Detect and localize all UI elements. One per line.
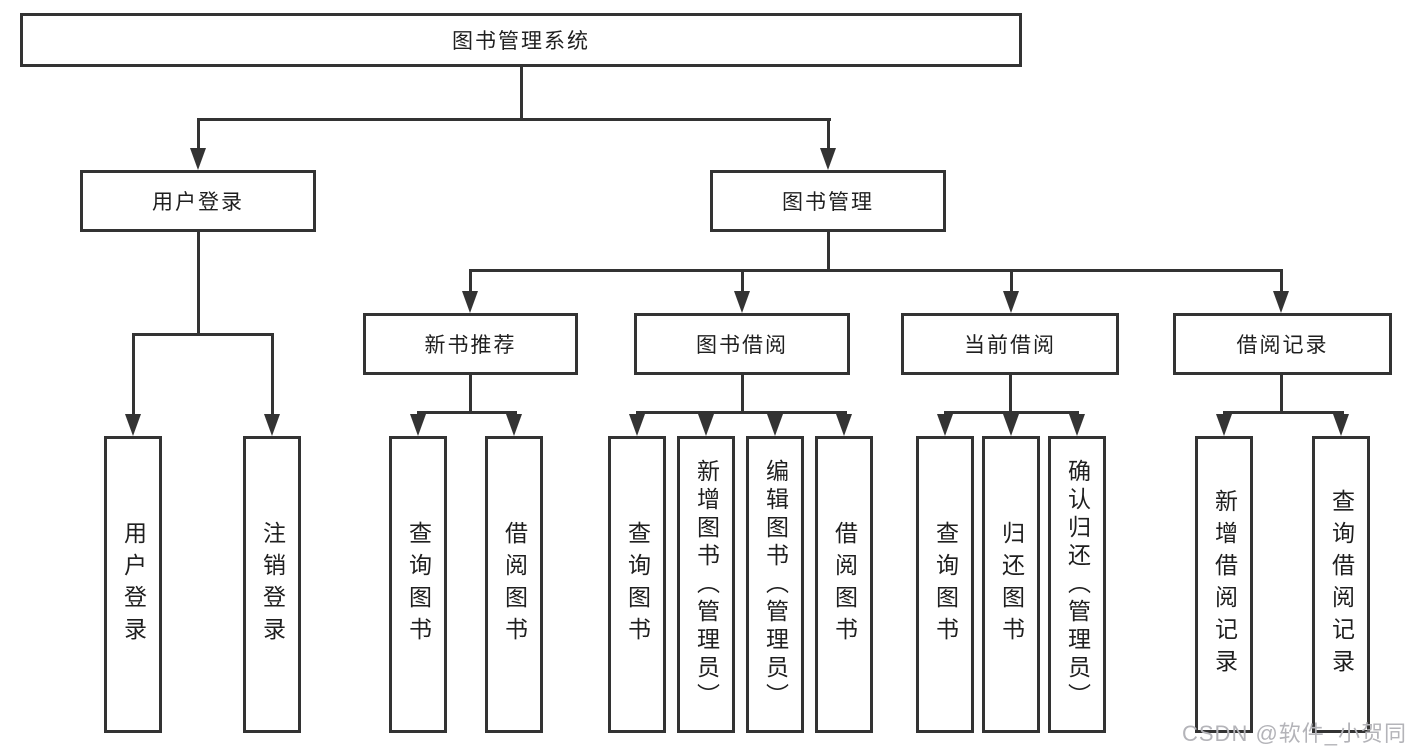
connector-drop-current bbox=[1010, 269, 1013, 292]
connector-root-stem bbox=[520, 67, 523, 120]
leaf-edit-books-admin: 编辑图书（管理员） bbox=[746, 436, 804, 733]
leaf-add-borrow-record: 新增借阅记录 bbox=[1195, 436, 1253, 733]
leaf-return-books: 归还图书 bbox=[982, 436, 1040, 733]
connector-records-split bbox=[1223, 411, 1344, 414]
node-new-book-recommend: 新书推荐 bbox=[363, 313, 578, 375]
connector-drop-book-borrow bbox=[741, 269, 744, 292]
node-book-management: 图书管理 bbox=[710, 170, 946, 232]
leaf-query-borrow-record: 查询借阅记录 bbox=[1312, 436, 1370, 733]
arrow-down-book-borrow bbox=[734, 291, 750, 313]
connector-root-split bbox=[197, 118, 831, 121]
arrow-down-records bbox=[1273, 291, 1289, 313]
arrow-down-return-books bbox=[1003, 414, 1019, 436]
arrow-down-query-borrow bbox=[629, 414, 645, 436]
connector-newbook-split bbox=[417, 411, 517, 414]
connector-userlogin-stem bbox=[197, 232, 200, 336]
leaf-query-books-current: 查询图书 bbox=[916, 436, 974, 733]
node-borrow-records: 借阅记录 bbox=[1173, 313, 1392, 375]
connector-bookmgmt-stem bbox=[827, 232, 830, 272]
leaf-confirm-return-admin: 确认归还（管理员） bbox=[1048, 436, 1106, 733]
arrow-down-add-books bbox=[698, 414, 714, 436]
arrow-down-add-record bbox=[1216, 414, 1232, 436]
arrow-down-current bbox=[1003, 291, 1019, 313]
node-root: 图书管理系统 bbox=[20, 13, 1022, 67]
connector-drop-leaf-logout bbox=[271, 333, 274, 414]
connector-drop-user-login bbox=[197, 118, 200, 148]
leaf-add-books-admin: 新增图书（管理员） bbox=[677, 436, 735, 733]
connector-drop-records bbox=[1280, 269, 1283, 292]
leaf-user-login: 用户登录 bbox=[104, 436, 162, 733]
leaf-borrow-books-recommend: 借阅图书 bbox=[485, 436, 543, 733]
leaf-logout: 注销登录 bbox=[243, 436, 301, 733]
arrow-down-leaf-login bbox=[125, 414, 141, 436]
connector-bookmgmt-split bbox=[469, 269, 1283, 272]
arrow-down-edit-books bbox=[767, 414, 783, 436]
leaf-query-books-recommend: 查询图书 bbox=[389, 436, 447, 733]
arrow-down-query-recommend bbox=[410, 414, 426, 436]
arrow-down-query-record bbox=[1333, 414, 1349, 436]
connector-drop-leaf-login bbox=[132, 333, 135, 414]
arrow-down-borrow-recommend bbox=[506, 414, 522, 436]
node-current-borrow: 当前借阅 bbox=[901, 313, 1119, 375]
connector-borrow-stem bbox=[741, 375, 744, 413]
node-book-borrow: 图书借阅 bbox=[634, 313, 850, 375]
connector-records-stem bbox=[1280, 375, 1283, 413]
arrow-down-borrow-books bbox=[836, 414, 852, 436]
arrow-down-query-current bbox=[937, 414, 953, 436]
arrow-down-new-book bbox=[462, 291, 478, 313]
connector-drop-book-mgmt bbox=[827, 118, 830, 148]
connector-drop-new-book bbox=[469, 269, 472, 292]
connector-userlogin-split bbox=[132, 333, 274, 336]
arrow-down-leaf-logout bbox=[264, 414, 280, 436]
arrow-down-user-login bbox=[190, 148, 206, 170]
connector-current-stem bbox=[1009, 375, 1012, 413]
arrow-down-confirm-return bbox=[1069, 414, 1085, 436]
watermark: CSDN @软件_小贺同学 bbox=[1182, 721, 1405, 746]
connector-borrow-split bbox=[636, 411, 847, 414]
connector-newbook-stem bbox=[469, 375, 472, 413]
leaf-borrow-books: 借阅图书 bbox=[815, 436, 873, 733]
node-user-login: 用户登录 bbox=[80, 170, 316, 232]
connector-current-split bbox=[944, 411, 1079, 414]
leaf-query-books-borrow: 查询图书 bbox=[608, 436, 666, 733]
arrow-down-book-mgmt bbox=[820, 148, 836, 170]
